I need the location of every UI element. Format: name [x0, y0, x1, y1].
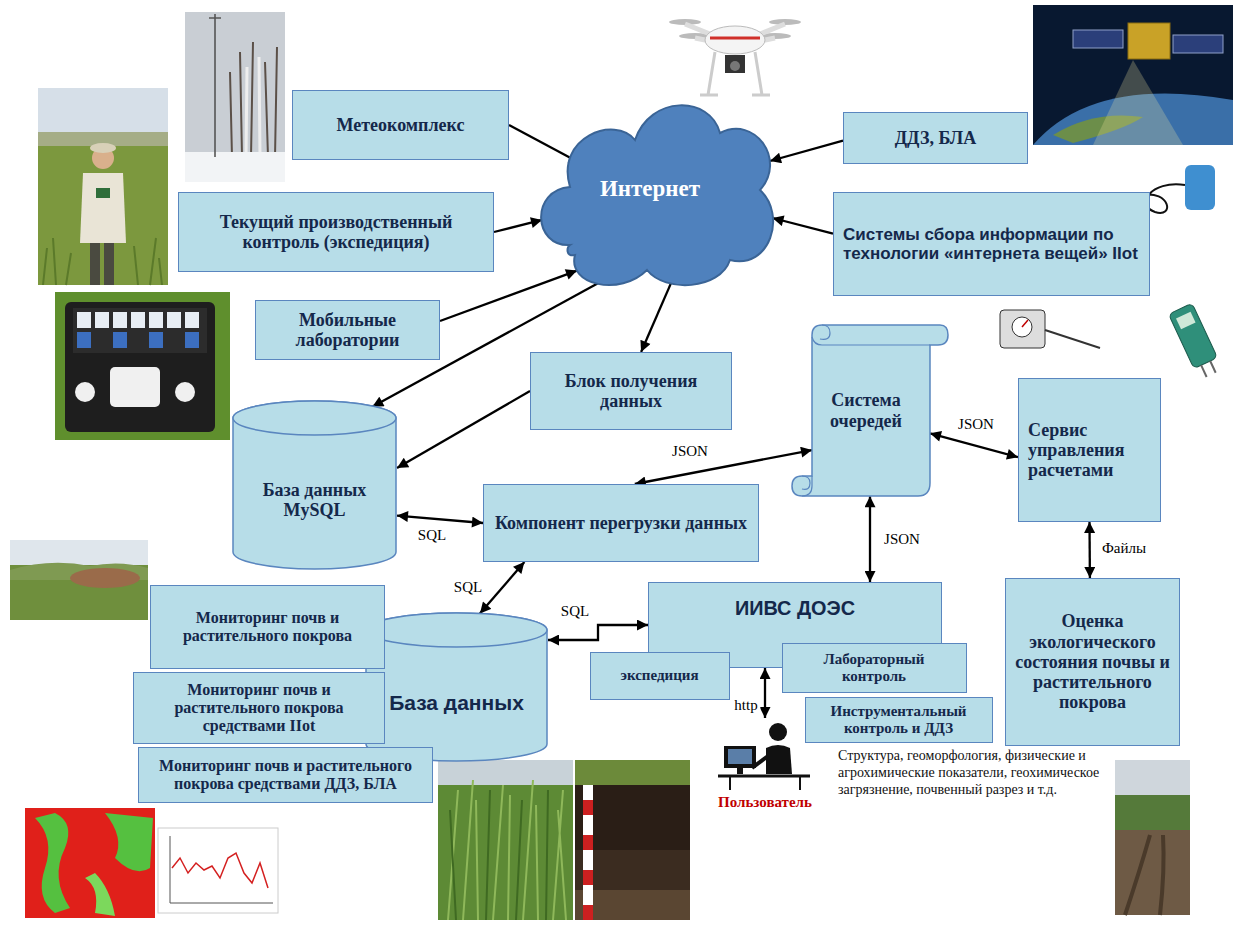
connector	[641, 283, 671, 352]
monitoring-box: Мониторинг почв и растительного покрова	[150, 585, 385, 669]
system-box: ИИВС ДОЭСэкспедицияЛабораторный контроль…	[648, 582, 942, 668]
connector	[494, 220, 542, 232]
connector	[548, 625, 648, 640]
field-photo	[38, 88, 168, 285]
field-track-photo	[1115, 760, 1190, 915]
lab-case-photo	[55, 292, 230, 440]
connector	[930, 433, 1018, 457]
node-text: Лабораторный контроль	[792, 651, 957, 685]
node-text: Оценка экологического состояния почвы и …	[1015, 611, 1170, 713]
connector	[773, 218, 834, 234]
note-text: Структура, геоморфология, физические и а…	[838, 748, 1106, 798]
edge-label: JSON	[669, 443, 711, 460]
source-box: ДДЗ, БЛА	[843, 112, 1028, 164]
node-text: Мониторинг почв и растительного покрова …	[148, 757, 423, 793]
edge-label: SQL	[415, 527, 449, 544]
edge-label: SQL	[558, 603, 592, 620]
process-box: Блок получения данных	[530, 352, 732, 430]
database-cylinder: База данных MySQL	[232, 400, 397, 570]
process-box: Компонент перегрузки данных	[483, 484, 759, 562]
connector	[480, 562, 525, 614]
node-text: Компонент перегрузки данных	[495, 513, 747, 533]
node-text: Мобильные лаборатории	[265, 310, 430, 351]
connector	[397, 391, 530, 468]
edge-label: Файлы	[1099, 540, 1149, 557]
node-text: База данных	[389, 691, 524, 715]
grass-photo	[438, 760, 573, 920]
landscape-photo	[10, 540, 148, 620]
connector	[635, 450, 812, 484]
monitoring-box: Мониторинг почв и растительного покрова …	[133, 672, 385, 744]
ph-meter-picture	[1169, 303, 1223, 380]
node-text: Инструментальный контроль и ДДЗ	[815, 703, 983, 737]
node-text: Пользователь	[718, 794, 812, 811]
module-box: Инструментальный контроль и ДДЗ	[805, 697, 993, 743]
satellite-photo	[1033, 5, 1233, 145]
monitoring-box: Мониторинг почв и растительного покрова …	[138, 747, 433, 803]
edge-label: JSON	[955, 416, 997, 433]
source-box: Текущий производственный контроль (экспе…	[178, 192, 494, 272]
module-box: Лабораторный контроль	[782, 643, 967, 693]
user-figure: Пользователь	[710, 718, 820, 813]
node-text: Интернет	[600, 176, 700, 202]
node-text: Блок получения данных	[540, 371, 722, 412]
connector	[869, 496, 871, 582]
node-text: База данных MySQL	[241, 480, 388, 521]
connector	[440, 271, 577, 321]
soil-profile-photo	[575, 760, 690, 920]
result-box: Оценка экологического состояния почвы и …	[1005, 578, 1180, 746]
node-text: Текущий производственный контроль (экспе…	[188, 212, 484, 253]
cyl-outline	[365, 612, 548, 762]
node-text: Мониторинг почв и растительного покрова …	[143, 681, 375, 735]
node-text: Мониторинг почв и растительного покрова	[160, 609, 375, 645]
connector	[770, 141, 843, 161]
node-text: ДДЗ, БЛА	[895, 128, 977, 148]
edge-label: http	[731, 697, 760, 714]
connector	[397, 516, 483, 523]
internet-cloud: Интернет	[525, 75, 775, 290]
drone-picture	[669, 19, 801, 95]
profile-chart	[158, 828, 278, 913]
connector	[764, 668, 766, 718]
node-text: Сервис управления расчетами	[1028, 420, 1151, 481]
database-cylinder: База данных	[365, 612, 548, 762]
connector	[1088, 522, 1091, 578]
process-box: Сервис управления расчетами	[1018, 378, 1161, 522]
station-box: Метеокомплекс	[292, 90, 509, 160]
source-box: Мобильные лаборатории	[255, 300, 440, 360]
queue-scroll: Система очередей	[790, 323, 950, 498]
node-text: Система очередей	[804, 390, 928, 431]
ndvi-map	[25, 808, 155, 918]
node-text: экспедиция	[620, 667, 698, 684]
node-text: Системы сбора информации по технологии «…	[843, 225, 1140, 263]
node-text: Метеокомплекс	[337, 115, 465, 135]
module-box: экспедиция	[590, 652, 730, 700]
edge-label: SQL	[451, 579, 485, 596]
edge-label: JSON	[881, 531, 923, 548]
weather-mast-photo	[185, 12, 285, 182]
source-box: Системы сбора информации по технологии «…	[833, 192, 1150, 296]
node-text: ИИВС ДОЭС	[735, 597, 855, 619]
thermometer-picture	[1000, 310, 1100, 348]
